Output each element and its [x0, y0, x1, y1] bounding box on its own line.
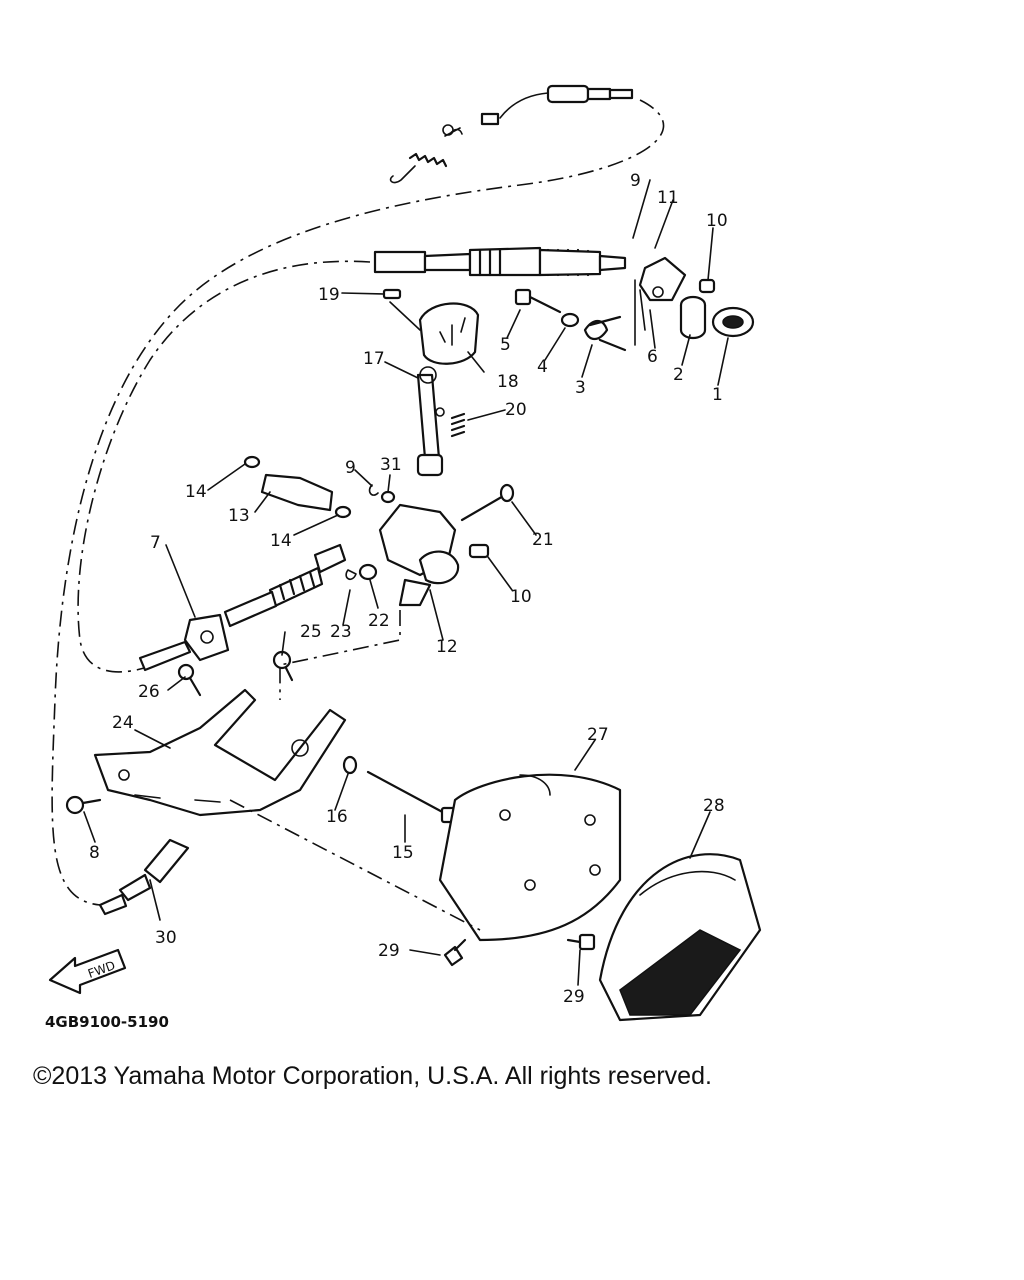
bolt-15 [366, 770, 458, 824]
bolt-5 [514, 288, 562, 314]
bracket-12 [378, 503, 460, 607]
callout-18: 18 [497, 372, 519, 392]
bolt-29-right [566, 933, 596, 951]
callout-29-left: 29 [378, 941, 400, 961]
housing-27 [438, 773, 622, 942]
callout-6: 6 [647, 347, 658, 367]
pin-19 [382, 288, 402, 300]
callout-28: 28 [703, 796, 725, 816]
pin-10-top [698, 278, 716, 294]
callout-16: 16 [326, 807, 348, 827]
cable-routing-line [51, 99, 665, 906]
collar-13 [260, 473, 334, 512]
callout-2: 2 [673, 365, 684, 385]
pin-10-lower [468, 543, 490, 559]
callout-24: 24 [112, 713, 134, 733]
bolt-8 [65, 795, 102, 815]
shift-knob-18 [418, 302, 480, 365]
callout-20: 20 [505, 400, 527, 420]
callout-25: 25 [300, 622, 322, 642]
washer-4 [560, 312, 580, 328]
callout-26: 26 [138, 682, 160, 702]
callout-1: 1 [712, 385, 723, 405]
grommet-1 [711, 306, 755, 338]
callout-3: 3 [575, 378, 586, 398]
cable-routing-line-2 [77, 260, 371, 673]
washer-14-top [243, 455, 261, 469]
pin-21 [460, 483, 515, 522]
callout-8: 8 [89, 843, 100, 863]
leader-lines [83, 179, 729, 986]
bolt-26 [177, 663, 202, 697]
alignment-line-1 [229, 799, 481, 931]
bolt-29-left [443, 938, 467, 967]
callout-19: 19 [318, 285, 340, 305]
callout-11: 11 [657, 188, 679, 208]
cable-end-30 [98, 838, 190, 916]
cotter-23 [345, 569, 357, 581]
callout-23: 23 [330, 622, 352, 642]
callout-12: 12 [436, 637, 458, 657]
drawing-code: 4GB9100-5190 [45, 1013, 169, 1031]
bushing-2 [679, 295, 707, 340]
callout-5: 5 [500, 335, 511, 355]
washer-16 [342, 755, 358, 775]
callout-14-low: 14 [270, 531, 292, 551]
callout-30: 30 [155, 928, 177, 948]
cover-28 [598, 853, 762, 1022]
callout-4: 4 [537, 357, 548, 377]
parts-diagram: FWD [45, 84, 762, 1031]
washer-22 [358, 563, 378, 581]
lower-cable-7 [138, 543, 347, 672]
callout-27: 27 [587, 725, 609, 745]
washer-14-low [334, 505, 352, 519]
callout-17: 17 [363, 349, 385, 369]
alignment-line-2 [279, 610, 401, 700]
callout-22: 22 [368, 611, 390, 631]
spring-20 [435, 407, 466, 438]
spring-3 [583, 315, 627, 352]
clip-9-mid [368, 484, 379, 496]
callout-7: 7 [150, 533, 161, 553]
callout-14-top: 14 [185, 482, 207, 502]
bolt-25 [272, 650, 294, 682]
callout-10-low: 10 [510, 587, 532, 607]
upper-cable-sheath [373, 246, 627, 277]
callout-13: 13 [228, 506, 250, 526]
mount-bracket-24 [93, 688, 347, 817]
fwd-arrow-icon: FWD [48, 948, 127, 995]
callout-31: 31 [380, 455, 402, 475]
shift-rod-17 [416, 366, 444, 477]
cable-end-top [389, 84, 634, 184]
callout-21: 21 [532, 530, 554, 550]
copyright-notice: ©2013 Yamaha Motor Corporation, U.S.A. A… [33, 1062, 712, 1090]
shift-lever-6 [634, 256, 687, 346]
washer-31 [380, 490, 396, 504]
callout-9-mid: 9 [345, 458, 356, 478]
callout-10-top: 10 [706, 211, 728, 231]
callout-29-right: 29 [563, 987, 585, 1007]
callout-15: 15 [392, 843, 414, 863]
callout-9-top: 9 [630, 171, 641, 191]
